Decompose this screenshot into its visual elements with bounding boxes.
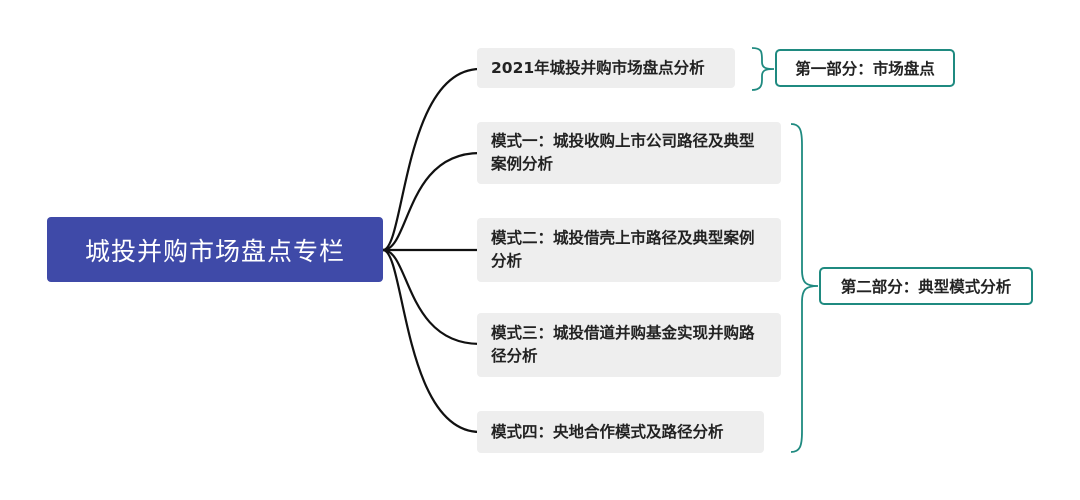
summary-part-one[interactable]: 第一部分：市场盘点 [775,49,955,87]
summary-label: 第二部分：典型模式分析 [840,278,1012,296]
summary-label: 第一部分：市场盘点 [795,60,935,78]
topic-label: 模式三：城投借道并购基金实现并购路径分析 [491,324,755,365]
root-topic[interactable]: 城投并购市场盘点专栏 [47,217,383,282]
topic-label: 模式二：城投借壳上市路径及典型案例分析 [491,229,755,270]
summary-brace-1 [751,47,775,91]
topic-mode-four[interactable]: 模式四：央地合作模式及路径分析 [477,411,764,453]
summary-brace-2 [790,123,819,453]
topic-mode-one[interactable]: 模式一：城投收购上市公司路径及典型案例分析 [477,122,781,184]
branch-line-5 [382,248,481,434]
root-topic-label: 城投并购市场盘点专栏 [84,236,345,266]
branch-line-1 [382,67,481,252]
topic-mode-two[interactable]: 模式二：城投借壳上市路径及典型案例分析 [477,218,781,282]
summary-part-two[interactable]: 第二部分：典型模式分析 [819,267,1033,305]
topic-label: 模式四：央地合作模式及路径分析 [491,422,724,441]
topic-mode-three[interactable]: 模式三：城投借道并购基金实现并购路径分析 [477,313,781,377]
topic-market-review[interactable]: 2021年城投并购市场盘点分析 [477,48,735,88]
topic-label: 模式一：城投收购上市公司路径及典型案例分析 [491,132,755,173]
branch-line-2 [382,151,481,252]
branch-line-4 [382,248,481,346]
topic-label: 2021年城投并购市场盘点分析 [491,58,705,77]
